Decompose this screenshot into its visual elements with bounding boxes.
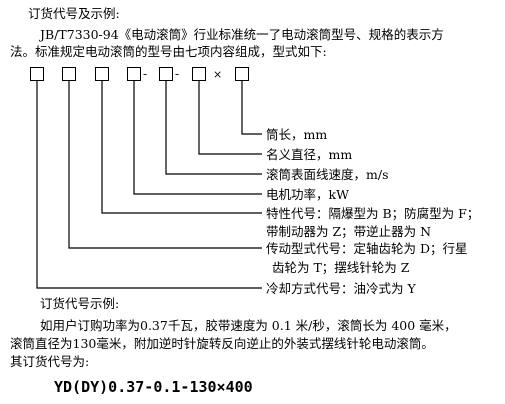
label-diameter: 名义直径，mm <box>266 147 353 162</box>
pattern-dash-2: - <box>175 67 180 81</box>
model-code: YD(DY)0.37-0.1-130×400 <box>54 378 253 396</box>
leader-line-transmission <box>68 81 262 249</box>
label-cooling: 冷却方式代号：油冷式为 Y <box>266 281 416 296</box>
label-speed: 滚筒表面线速度，m/s <box>266 167 389 182</box>
label-length: 筒长，mm <box>266 127 328 142</box>
label-transmission-1: 传动型式代号：定轴齿轮为 D；行星 <box>266 241 468 256</box>
example-line-3: 其订货代号为: <box>10 354 90 369</box>
label-power: 电机功率，kW <box>266 187 349 202</box>
intro-line-1: JB/T7330-94《电动滚筒》行业标准统一了电动滚筒型号、规格的表示方 <box>40 27 444 42</box>
pattern-box-cooling <box>30 67 44 81</box>
section-heading: 订货代号及示例: <box>28 6 120 21</box>
leader-line-feature <box>101 81 262 214</box>
intro-line-2: 法。标准规定电动滚筒的型号由七项内容组成，型式如下: <box>10 44 327 59</box>
label-feature-1: 特性代号：隔爆型为 B；防腐型为 F； <box>266 206 480 221</box>
label-transmission-2: 齿轮为 T；摆线针轮为 Z <box>272 260 410 275</box>
example-line-2: 滚筒直径为130毫米，附加逆时针旋转反向逆止的外装式摆线针轮电动滚筒。 <box>10 336 434 351</box>
pattern-box-diameter <box>192 67 206 81</box>
example-line-1: 如用户订购功率为0.37千瓦，胶带速度为 0.1 米/秒，滚筒长为 400 毫米… <box>40 318 457 333</box>
pattern-box-feature <box>95 67 109 81</box>
example-title: 订货代号示例: <box>40 296 120 311</box>
pattern-box-transmission <box>62 67 76 81</box>
pattern-dash-1: - <box>143 67 148 81</box>
leader-line-length <box>241 81 262 135</box>
pattern-box-power <box>127 67 141 81</box>
leader-line-cooling <box>36 81 262 289</box>
pattern-times-sign: × <box>213 68 223 81</box>
leader-line-speed <box>165 81 262 175</box>
leader-line-diameter <box>198 81 262 155</box>
leader-line-power <box>133 81 262 195</box>
pattern-box-length <box>235 67 249 81</box>
label-feature-2: 带制动器为 Z；带逆止器为 N <box>266 224 432 239</box>
pattern-box-speed <box>159 67 173 81</box>
